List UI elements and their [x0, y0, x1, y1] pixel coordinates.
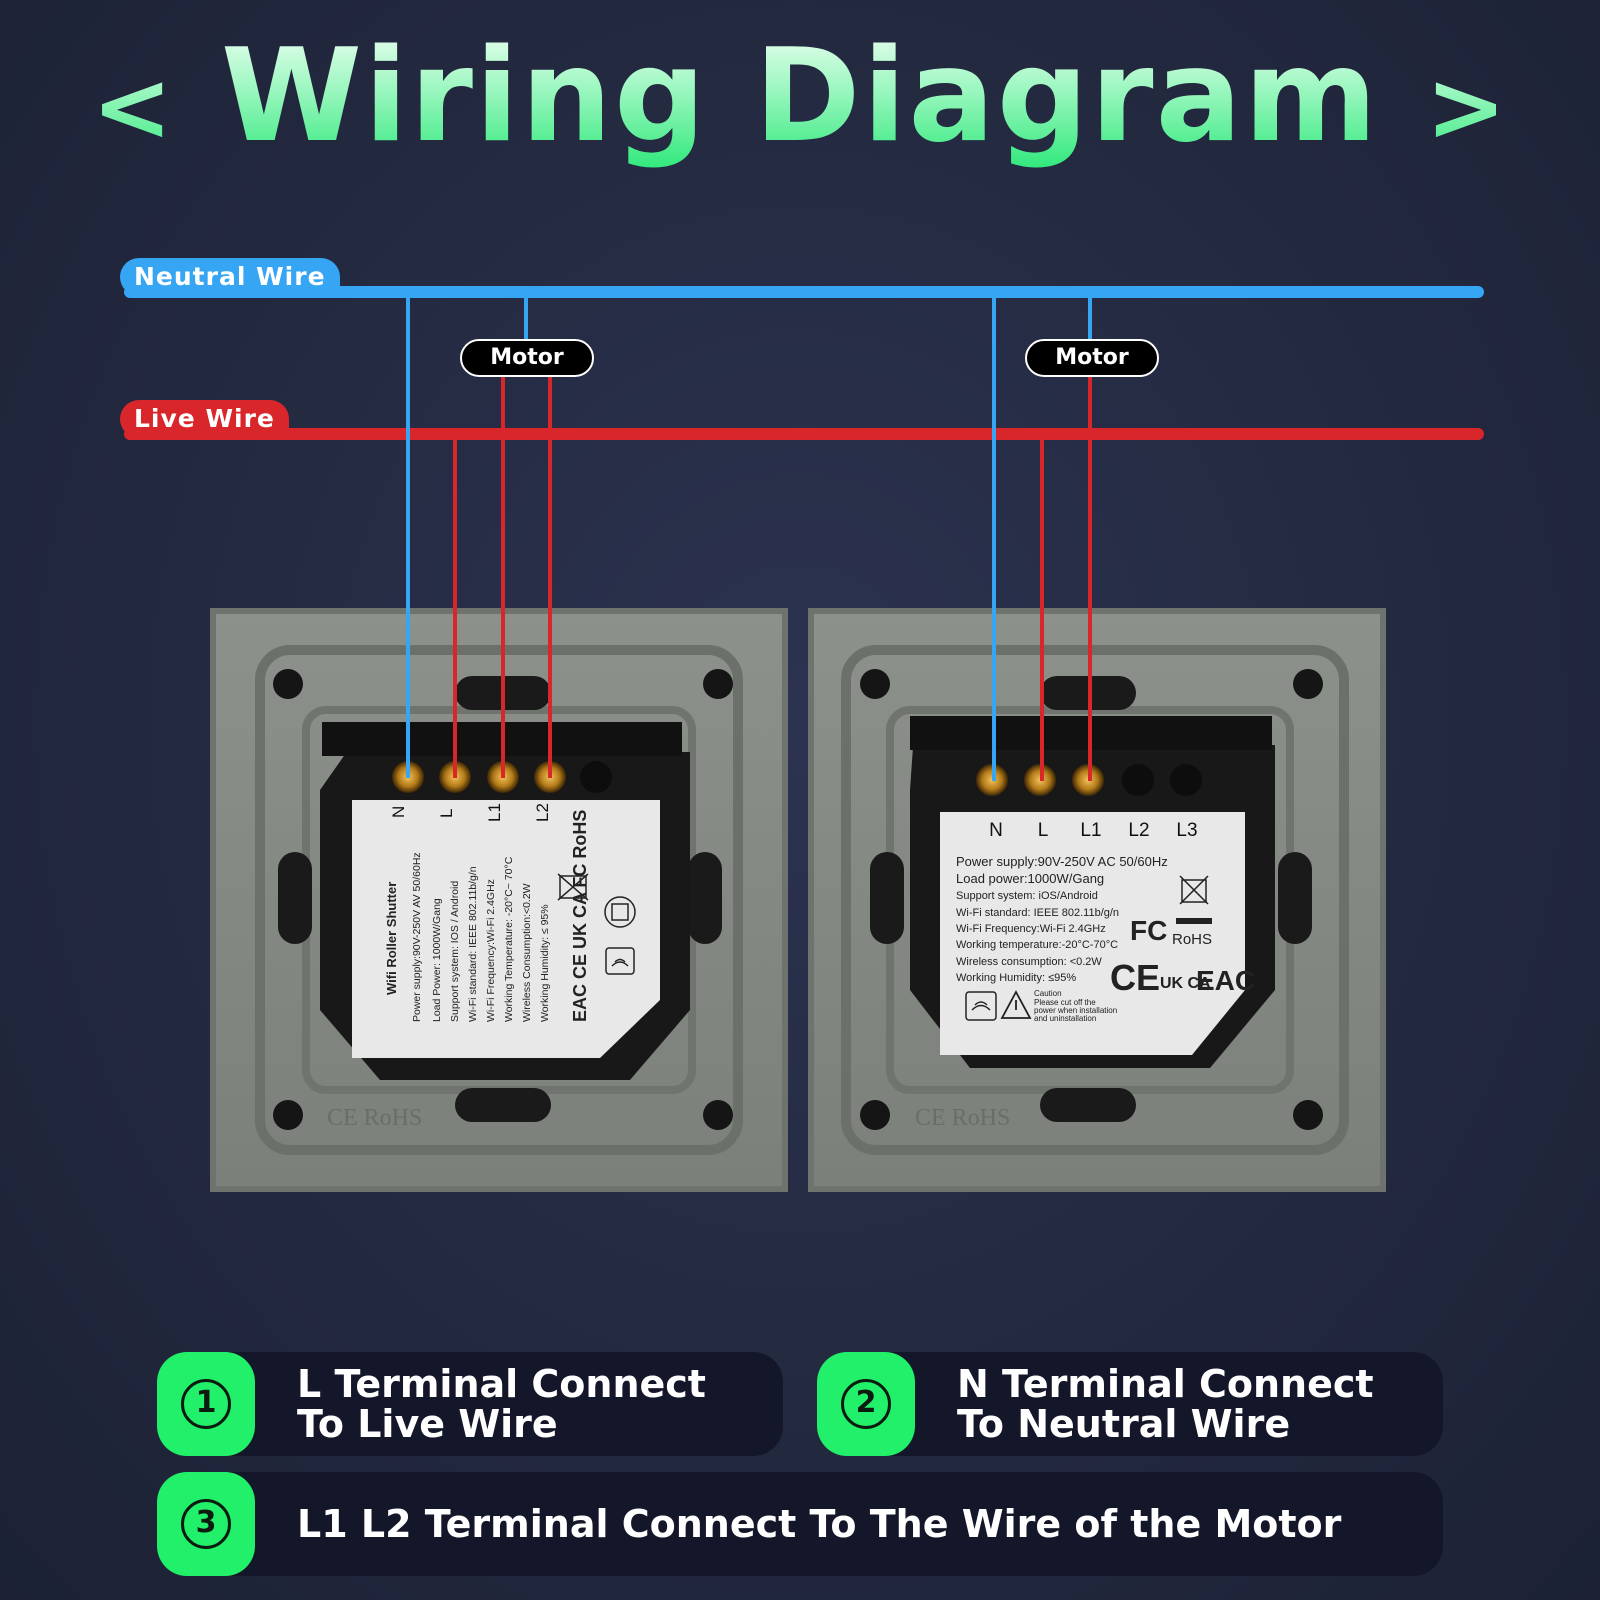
left-label-line: Load Power: 1000W/Gang [431, 898, 443, 1022]
right-label-line: Working Humidity: ≤95% [956, 972, 1076, 984]
left-terminal-labels: N L L1 L2 [389, 803, 552, 822]
right-mark-rohs: RoHS [1172, 931, 1212, 948]
left-label-line: Wi-Fi Frequency:Wi-Fi 2.4GHz [485, 879, 497, 1022]
right-plate-mark: CE RoHS [915, 1105, 1010, 1131]
right-label-line: Wi-Fi Frequency:Wi-Fi 2.4GHz [956, 923, 1106, 935]
neutral-wire-label: Neutral Wire [120, 258, 340, 296]
left-wifi-icon [605, 947, 635, 975]
right-label-line: Load power:1000W/Gang [956, 871, 1104, 886]
legend-text-3: L1 L2 Terminal Connect To The Wire of th… [297, 1502, 1342, 1546]
motor-label-right: Motor [1025, 339, 1159, 377]
legend-number-2: 2 [817, 1352, 915, 1456]
live-wire-label: Live Wire [120, 400, 289, 438]
left-terminal-label-n: N [389, 806, 408, 818]
right-wifi-icon [965, 991, 997, 1021]
left-label-title: Wifi Roller Shutter [384, 882, 399, 995]
right-module-label: Power supply:90V-250V AC 50/60Hz Load po… [956, 854, 1255, 1023]
legend-item-live: 1 L Terminal Connect To Live Wire [157, 1352, 783, 1456]
right-caution-line: Please cut off the [1034, 998, 1096, 1007]
right-mark-ukca: UK CA [1160, 975, 1211, 992]
left-weee-icon [557, 873, 589, 901]
left-label-line: Wi-Fi standard: IEEE 802.11b/g/n [467, 866, 479, 1022]
right-label-line: Power supply:90V-250V AC 50/60Hz [956, 854, 1168, 869]
right-caution-line: power when installation [1034, 1006, 1117, 1015]
right-caution-line: and uninstallation [1034, 1014, 1096, 1023]
left-certification-marks: EAC CE UK CA FC RoHS [570, 810, 590, 1022]
left-terminal-label-l2: L2 [533, 803, 552, 822]
left-module-label: Wifi Roller Shutter Power supply:90V-250… [384, 810, 590, 1022]
left-plate-mark: CE RoHS [327, 1105, 422, 1131]
legend-number-1: 1 [157, 1352, 255, 1456]
legend-item-neutral: 2 N Terminal Connect To Neutral Wire [817, 1352, 1443, 1456]
left-label-line: Working Temperature: -20°C~ 70°C [503, 856, 515, 1022]
right-terminal-label-n: N [989, 820, 1003, 841]
left-terminal-label-l1: L1 [485, 803, 504, 822]
right-warning-icon [1000, 990, 1032, 1019]
wire-drops [406, 292, 1092, 781]
left-label-line: Wireless Consumption:<0.2W [521, 883, 533, 1022]
right-weee-icon [1176, 875, 1212, 924]
legend-item-motor: 3 L1 L2 Terminal Connect To The Wire of … [157, 1472, 1443, 1576]
left-terminal-label-l: L [437, 809, 456, 818]
right-terminal-label-l2: L2 [1128, 820, 1149, 841]
right-caution-title: Caution [1034, 989, 1062, 998]
right-mark-fc: FC [1130, 915, 1167, 946]
left-device-icon [604, 896, 636, 928]
right-terminal-label-l1: L1 [1080, 820, 1101, 841]
right-mark-ce: CE [1110, 957, 1160, 998]
legend-number-3: 3 [157, 1472, 255, 1576]
right-terminal-label-l3: L3 [1176, 820, 1197, 841]
right-mark-eac: EAC [1196, 965, 1255, 996]
legend-text-1: L Terminal Connect To Live Wire [297, 1362, 706, 1446]
left-label-line: Working Humidity: ≤ 95% [539, 904, 551, 1022]
right-label-line: Working temperature:-20°C-70°C [956, 939, 1118, 951]
left-label-line: Power supply:90V-250V AV 50/60Hz [411, 852, 423, 1022]
legend-text-2: N Terminal Connect To Neutral Wire [957, 1362, 1374, 1446]
right-label-line: Wireless consumption: <0.2W [956, 956, 1102, 968]
switch-module-left: N L L1 L2 Wifi Roller Shutter Power supp… [320, 722, 690, 1080]
left-label-line: Support system: IOS / Android [449, 881, 461, 1022]
right-label-line: Wi-Fi standard: IEEE 802.11b/g/n [956, 907, 1119, 919]
switch-module-right: N L L1 L2 L3 Power supply:90V-250V AC 50… [910, 716, 1275, 1068]
right-label-line: Support system: iOS/Android [956, 890, 1098, 902]
right-terminal-labels: N L L1 L2 L3 [989, 820, 1197, 841]
motor-label-left: Motor [460, 339, 594, 377]
right-terminal-label-l: L [1038, 820, 1049, 841]
